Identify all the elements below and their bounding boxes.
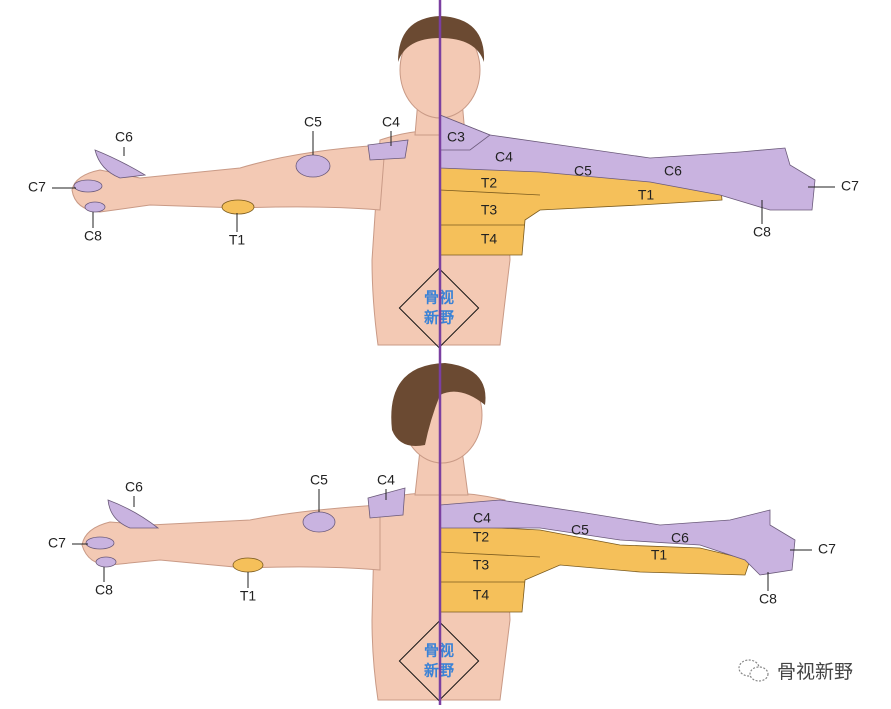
label-bottom-left-c7: C7 (48, 535, 66, 551)
bottom-c7-patch (85, 536, 115, 550)
bottom-c6-patch (107, 499, 160, 529)
bottom-c8-patch (95, 556, 117, 568)
top-c6-patch (94, 149, 147, 179)
label-bottom-right-c7: C7 (818, 541, 836, 557)
label-top-right-c6: C6 (664, 163, 682, 179)
label-top-left-c5: C5 (304, 114, 322, 130)
bottom-c4-patch (367, 487, 406, 519)
label-top-right-c8: C8 (753, 224, 771, 240)
top-t1-patch (221, 199, 255, 215)
bottom-t1-patch (232, 557, 264, 573)
label-top-right-c5: C5 (574, 163, 592, 179)
brand-text: 骨视新野 (777, 661, 854, 683)
bottom-cervical-region (439, 499, 796, 576)
label-top-left-c6: C6 (115, 129, 133, 145)
label-bottom-right-t2: T2 (473, 529, 490, 545)
label-bottom-right-c6: C6 (671, 530, 689, 546)
label-bottom-left-c8: C8 (95, 582, 113, 598)
label-top-left-c7: C7 (28, 179, 46, 195)
bottom-c5-patch (302, 511, 336, 533)
wechat-icon (738, 658, 769, 682)
label-bottom-right-c4: C4 (473, 510, 491, 526)
top-hair (398, 16, 485, 62)
label-top-left-c8: C8 (84, 228, 102, 244)
label-bottom-right-t3: T3 (473, 557, 490, 573)
label-top-right-t3: T3 (481, 202, 498, 218)
label-bottom-right-t4: T4 (473, 587, 490, 603)
label-top-right-t4: T4 (481, 231, 498, 247)
top-cervical-region (439, 114, 816, 211)
label-top-right-t1: T1 (638, 187, 655, 203)
top-figure: 骨视 新野 (71, 16, 816, 349)
label-bottom-right-t1: T1 (651, 547, 668, 563)
top-c4-patch (367, 139, 409, 161)
label-bottom-left-c5: C5 (310, 472, 328, 488)
top-c8-patch (84, 201, 106, 213)
label-top-left-t1: T1 (229, 232, 246, 248)
label-top-right-c4: C4 (495, 149, 513, 165)
label-bottom-left-c4: C4 (377, 472, 395, 488)
top-c7-patch (73, 179, 103, 193)
brand-watermark: 骨视新野 (737, 657, 853, 684)
label-bottom-right-c5: C5 (571, 522, 589, 538)
label-bottom-left-t1: T1 (240, 588, 257, 604)
bottom-hair (391, 363, 486, 446)
label-bottom-left-c6: C6 (125, 479, 143, 495)
label-top-right-t2: T2 (481, 175, 498, 191)
top-c5-patch (295, 154, 331, 178)
label-bottom-right-c8: C8 (759, 591, 777, 607)
label-top-right-c3: C3 (447, 129, 465, 145)
label-top-right-c7: C7 (841, 178, 859, 194)
label-top-left-c4: C4 (382, 114, 400, 130)
leader-lines (52, 131, 835, 591)
bottom-thoracic-region (439, 524, 751, 613)
